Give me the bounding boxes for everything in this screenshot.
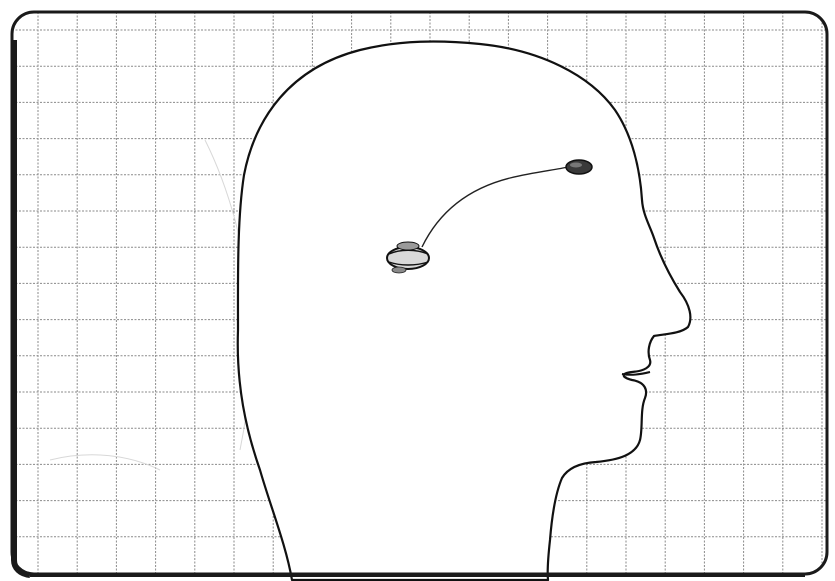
front-node — [566, 160, 592, 174]
